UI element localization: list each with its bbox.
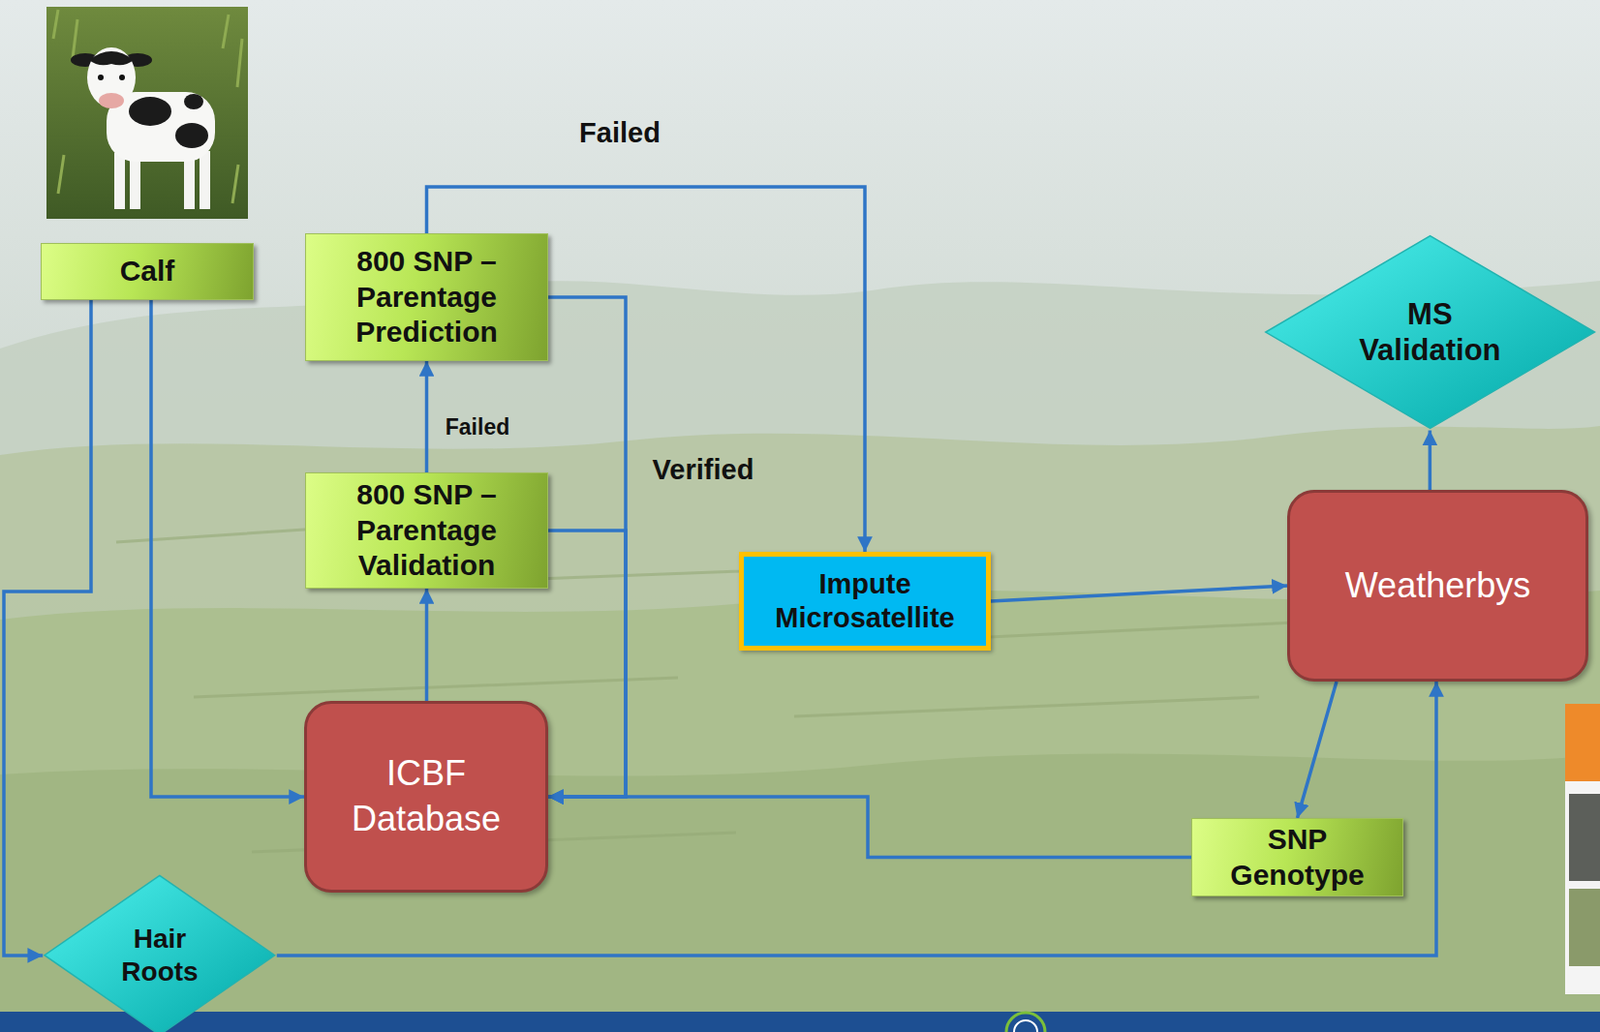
- calf-eye: [119, 74, 125, 81]
- poster-fragment: [1565, 704, 1600, 995]
- connector-arrow: [1428, 430, 1433, 491]
- photo-grass: [46, 6, 248, 219]
- process-box: SNP Genotype: [1191, 818, 1404, 897]
- footer-logo: [1006, 1013, 1046, 1032]
- text-wrapper: 800 SNP – Parentage Validation: [316, 477, 537, 585]
- calf-nose: [98, 92, 124, 109]
- diamond-outline: [1262, 234, 1598, 431]
- text-wrapper: MS Validation: [1345, 296, 1514, 370]
- edge-label-holder: Verified: [652, 454, 755, 487]
- calf-head-patch: [89, 51, 134, 65]
- edge-label: Failed: [579, 117, 661, 150]
- database-box: ICBF Database: [304, 701, 549, 893]
- edge-label-holder: Failed: [445, 414, 510, 441]
- connector-arrow: [990, 585, 1288, 602]
- edge-label: Failed: [445, 414, 510, 441]
- start-box: Calf: [40, 243, 254, 301]
- calf-spot: [175, 123, 209, 149]
- process-box: 800 SNP – Parentage Prediction: [305, 233, 549, 362]
- edge-label-holder: Failed: [579, 117, 661, 150]
- connector-arrow: [3, 300, 92, 956]
- node-text: Weatherbys: [1345, 563, 1531, 610]
- sample-diamond: Hair Roots: [42, 874, 277, 1032]
- connector-arrow: [548, 797, 1192, 859]
- text-wrapper: SNP Genotype: [1202, 822, 1392, 893]
- text-wrapper: 800 SNP – Parentage Prediction: [316, 244, 537, 351]
- calf-spot: [128, 96, 172, 126]
- text-wrapper: Calf: [120, 253, 176, 290]
- footer-bar: [0, 1012, 1600, 1032]
- text-wrapper: Hair Roots: [104, 923, 216, 989]
- node-text: 800 SNP – Parentage Validation: [316, 477, 537, 585]
- connector-arrow: [548, 530, 626, 798]
- node-text: MS Validation: [1345, 296, 1514, 370]
- footer-logo-ring: [1014, 1020, 1038, 1032]
- calf-leg: [129, 154, 141, 210]
- connector-arrow: [276, 681, 1437, 956]
- calf-head: [87, 47, 136, 108]
- poster-photo: [1569, 889, 1600, 967]
- node-text: Calf: [120, 253, 176, 290]
- node-text: Hair Roots: [104, 923, 216, 989]
- node-text: Impute Microsatellite: [750, 567, 980, 637]
- lab-box: Weatherbys: [1287, 490, 1589, 682]
- field-hedges: [116, 523, 1356, 853]
- text-wrapper: Impute Microsatellite: [750, 567, 980, 637]
- calf-leg: [114, 153, 125, 210]
- poster-sheet: [1565, 704, 1600, 995]
- diamond-shape: [44, 876, 276, 1032]
- poster-band: [1565, 704, 1600, 782]
- calf-eye: [97, 74, 104, 81]
- text-wrapper: ICBF Database: [328, 751, 524, 843]
- node-text: ICBF Database: [328, 751, 524, 843]
- text-wrapper: Weatherbys: [1345, 563, 1531, 610]
- poster-photo: [1569, 794, 1600, 882]
- edge-label: Verified: [652, 454, 755, 487]
- diamond-shape: [1265, 236, 1596, 430]
- process-box: 800 SNP – Parentage Validation: [305, 472, 549, 589]
- connector-arrow: [151, 300, 305, 798]
- connector-arrow: [1297, 681, 1338, 819]
- connector-arrow: [425, 361, 430, 473]
- node-text: 800 SNP – Parentage Prediction: [316, 244, 537, 351]
- highlight-box: Impute Microsatellite: [738, 552, 991, 651]
- calf-leg: [199, 151, 211, 210]
- calf-spot: [184, 93, 204, 110]
- connector-arrow: [548, 297, 626, 798]
- grass-blades: [53, 9, 243, 204]
- distant-hills: [0, 280, 1600, 1032]
- decision-diamond: MS Validation: [1262, 234, 1598, 431]
- connector-arrow: [425, 588, 430, 702]
- calf-photo: [46, 6, 248, 219]
- node-text: SNP Genotype: [1202, 822, 1392, 893]
